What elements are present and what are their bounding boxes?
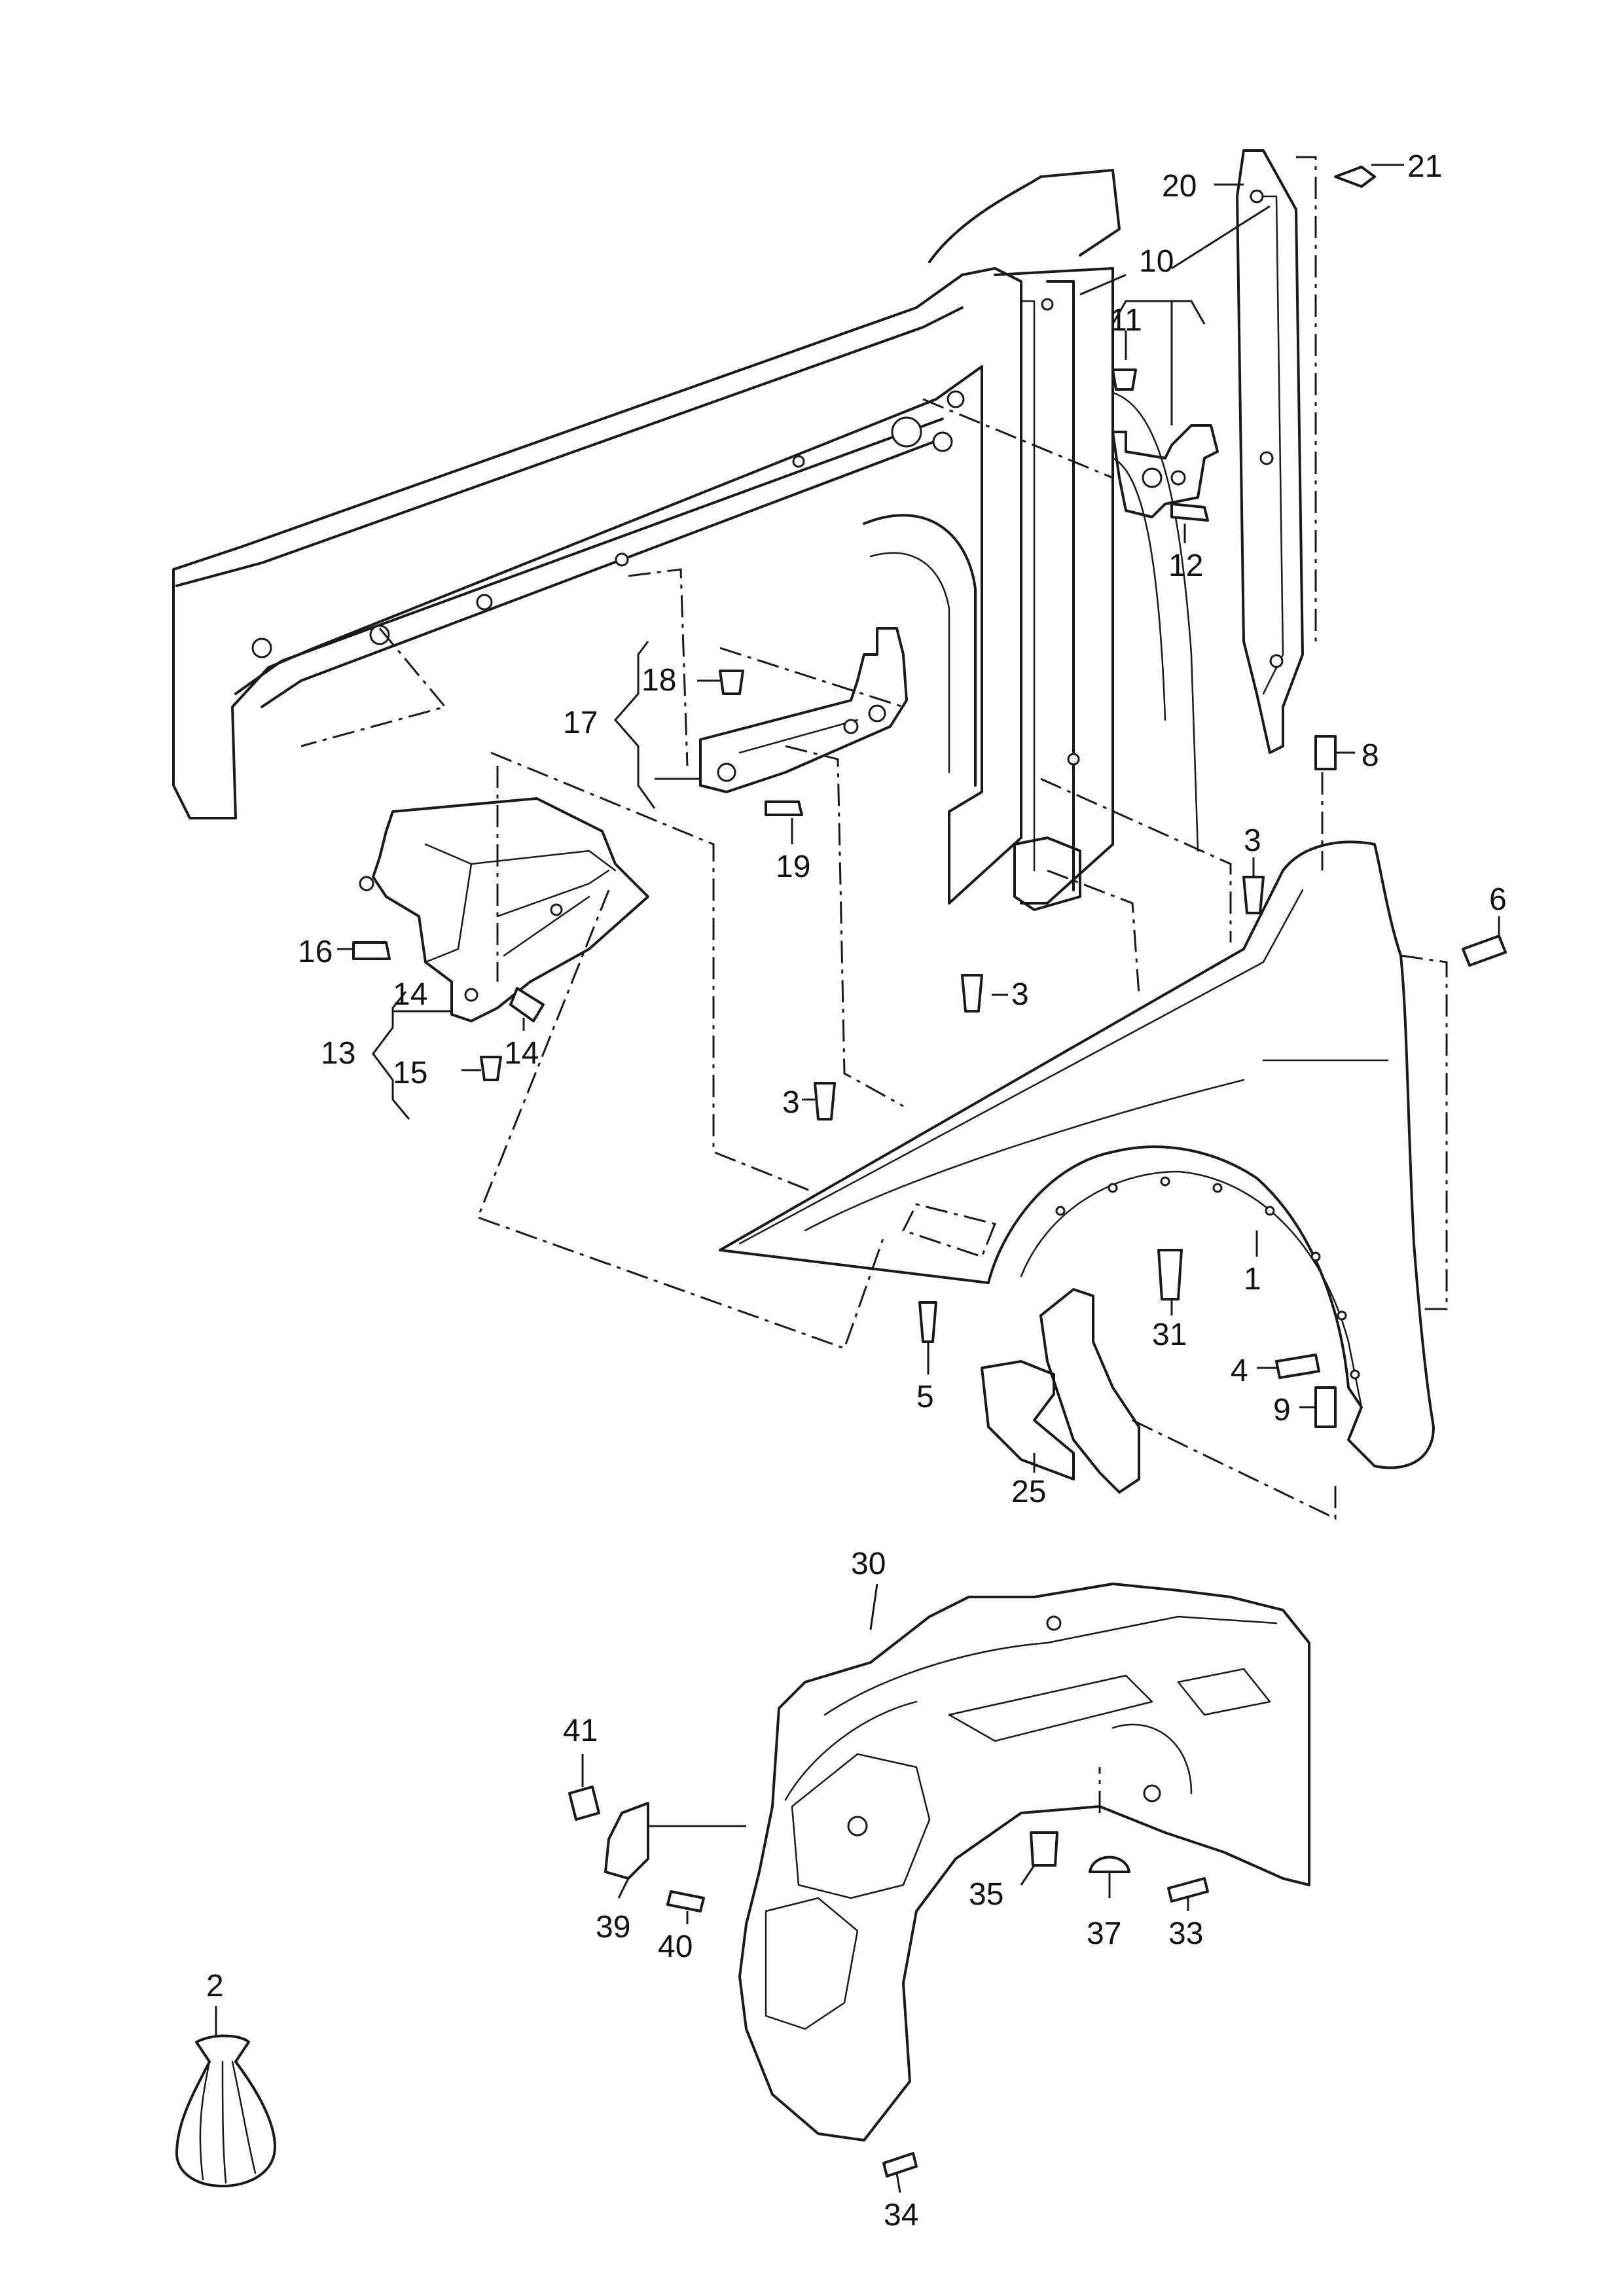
fender: [719, 840, 1435, 1469]
reinforcement-strip: [1236, 149, 1304, 754]
callout-19: 19: [776, 850, 810, 884]
callout-14: 14: [504, 1036, 539, 1071]
callout-10: 10: [1139, 244, 1174, 279]
fasteners: [352, 166, 1507, 2178]
callout-3: 3: [1011, 977, 1029, 1012]
callout-41: 41: [563, 1713, 598, 1748]
callout-16: 16: [298, 935, 333, 969]
callout-20: 20: [1162, 169, 1197, 204]
callout-25: 25: [1011, 1475, 1046, 1509]
callout-8: 8: [1362, 738, 1379, 773]
wheel-housing-liner: [738, 1583, 1310, 2142]
callout-6: 6: [1489, 882, 1507, 917]
callout-13: 13: [321, 1036, 355, 1071]
callout-4: 4: [1231, 1354, 1248, 1388]
callout-30: 30: [851, 1547, 886, 1581]
callout-18: 18: [641, 663, 676, 698]
callout-17: 17: [563, 706, 598, 740]
callout-35: 35: [969, 1877, 1003, 1912]
callout-labels: 1 2 3 3 3 4 5 6 8 9 10 11 12 13 14 14 15…: [206, 149, 1507, 2233]
callout-34: 34: [884, 2198, 918, 2233]
callout-14: 14: [393, 977, 427, 1012]
callout-15: 15: [393, 1056, 427, 1090]
callout-39: 39: [596, 1910, 630, 1945]
callout-9: 9: [1273, 1393, 1291, 1427]
callout-3: 3: [782, 1085, 800, 1120]
callout-11: 11: [1110, 303, 1142, 338]
callout-12: 12: [1168, 548, 1203, 583]
construction-lines: [300, 156, 1448, 1813]
callout-31: 31: [1152, 1318, 1187, 1352]
paint-bag: [175, 2034, 276, 2187]
callout-2: 2: [206, 1969, 224, 2003]
callout-40: 40: [658, 1929, 693, 1964]
panel-25: [981, 1288, 1140, 1494]
body-structure: [172, 169, 1199, 911]
bracket-13: [359, 797, 649, 1022]
leader-lines: [215, 164, 1500, 2193]
bracket-17: [699, 627, 908, 793]
callout-3: 3: [1244, 823, 1261, 858]
callout-1: 1: [1244, 1262, 1261, 1297]
callout-21: 21: [1407, 149, 1442, 184]
bracket-10: [1111, 424, 1219, 518]
callout-33: 33: [1168, 1916, 1203, 1951]
callout-5: 5: [916, 1380, 934, 1414]
callout-37: 37: [1087, 1916, 1121, 1951]
